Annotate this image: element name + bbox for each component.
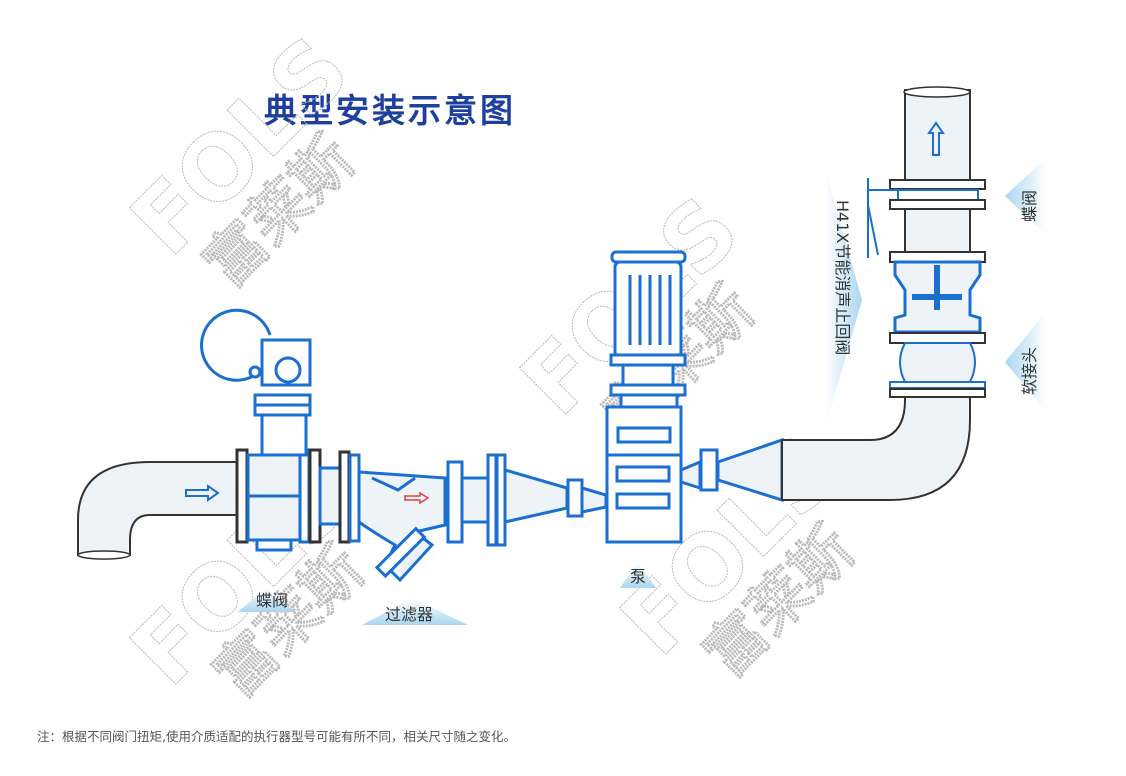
inlet-elbow-pipe: [77, 461, 241, 560]
watermark: FOLS 富莱斯 FOLS 富莱斯 FOLS 富莱斯 FOLS 富莱斯: [111, 17, 869, 711]
label-pump: 泵: [620, 563, 656, 588]
label-butterfly-valve-outlet: 蝶阀: [1005, 158, 1046, 235]
label-check-valve: H41X节能消声止回阀: [826, 172, 862, 425]
flow-arrow-red-icon: [404, 491, 430, 505]
butterfly-valve-outlet: [867, 178, 986, 258]
footnote: 注：根据不同阀门扭矩,使用介质适配的执行器型号可能有所不同，相关尺寸随之变化。: [37, 729, 516, 744]
flow-arrow-icon: [185, 484, 220, 502]
svg-text:过滤器: 过滤器: [385, 605, 433, 624]
butterfly-valve-inlet: [200, 308, 322, 552]
outlet-pipe: [679, 437, 784, 503]
strainer: [318, 450, 608, 583]
svg-text:软接头: 软接头: [1020, 347, 1039, 395]
flexible-joint: [889, 332, 986, 398]
flow-arrow-up-icon: [927, 121, 945, 156]
svg-text:泵: 泵: [630, 567, 646, 586]
svg-text:蝶阀: 蝶阀: [1020, 190, 1039, 222]
svg-text:H41X节能消声止回阀: H41X节能消声止回阀: [833, 200, 852, 355]
page-title: 典型安装示意图: [264, 91, 516, 130]
label-strainer: 过滤器: [362, 598, 468, 625]
check-valve: [889, 251, 986, 334]
svg-text:蝶阀: 蝶阀: [256, 591, 288, 610]
label-butterfly-valve-inlet: 蝶阀: [238, 588, 296, 612]
label-flexible-joint: 软接头: [1005, 312, 1046, 412]
